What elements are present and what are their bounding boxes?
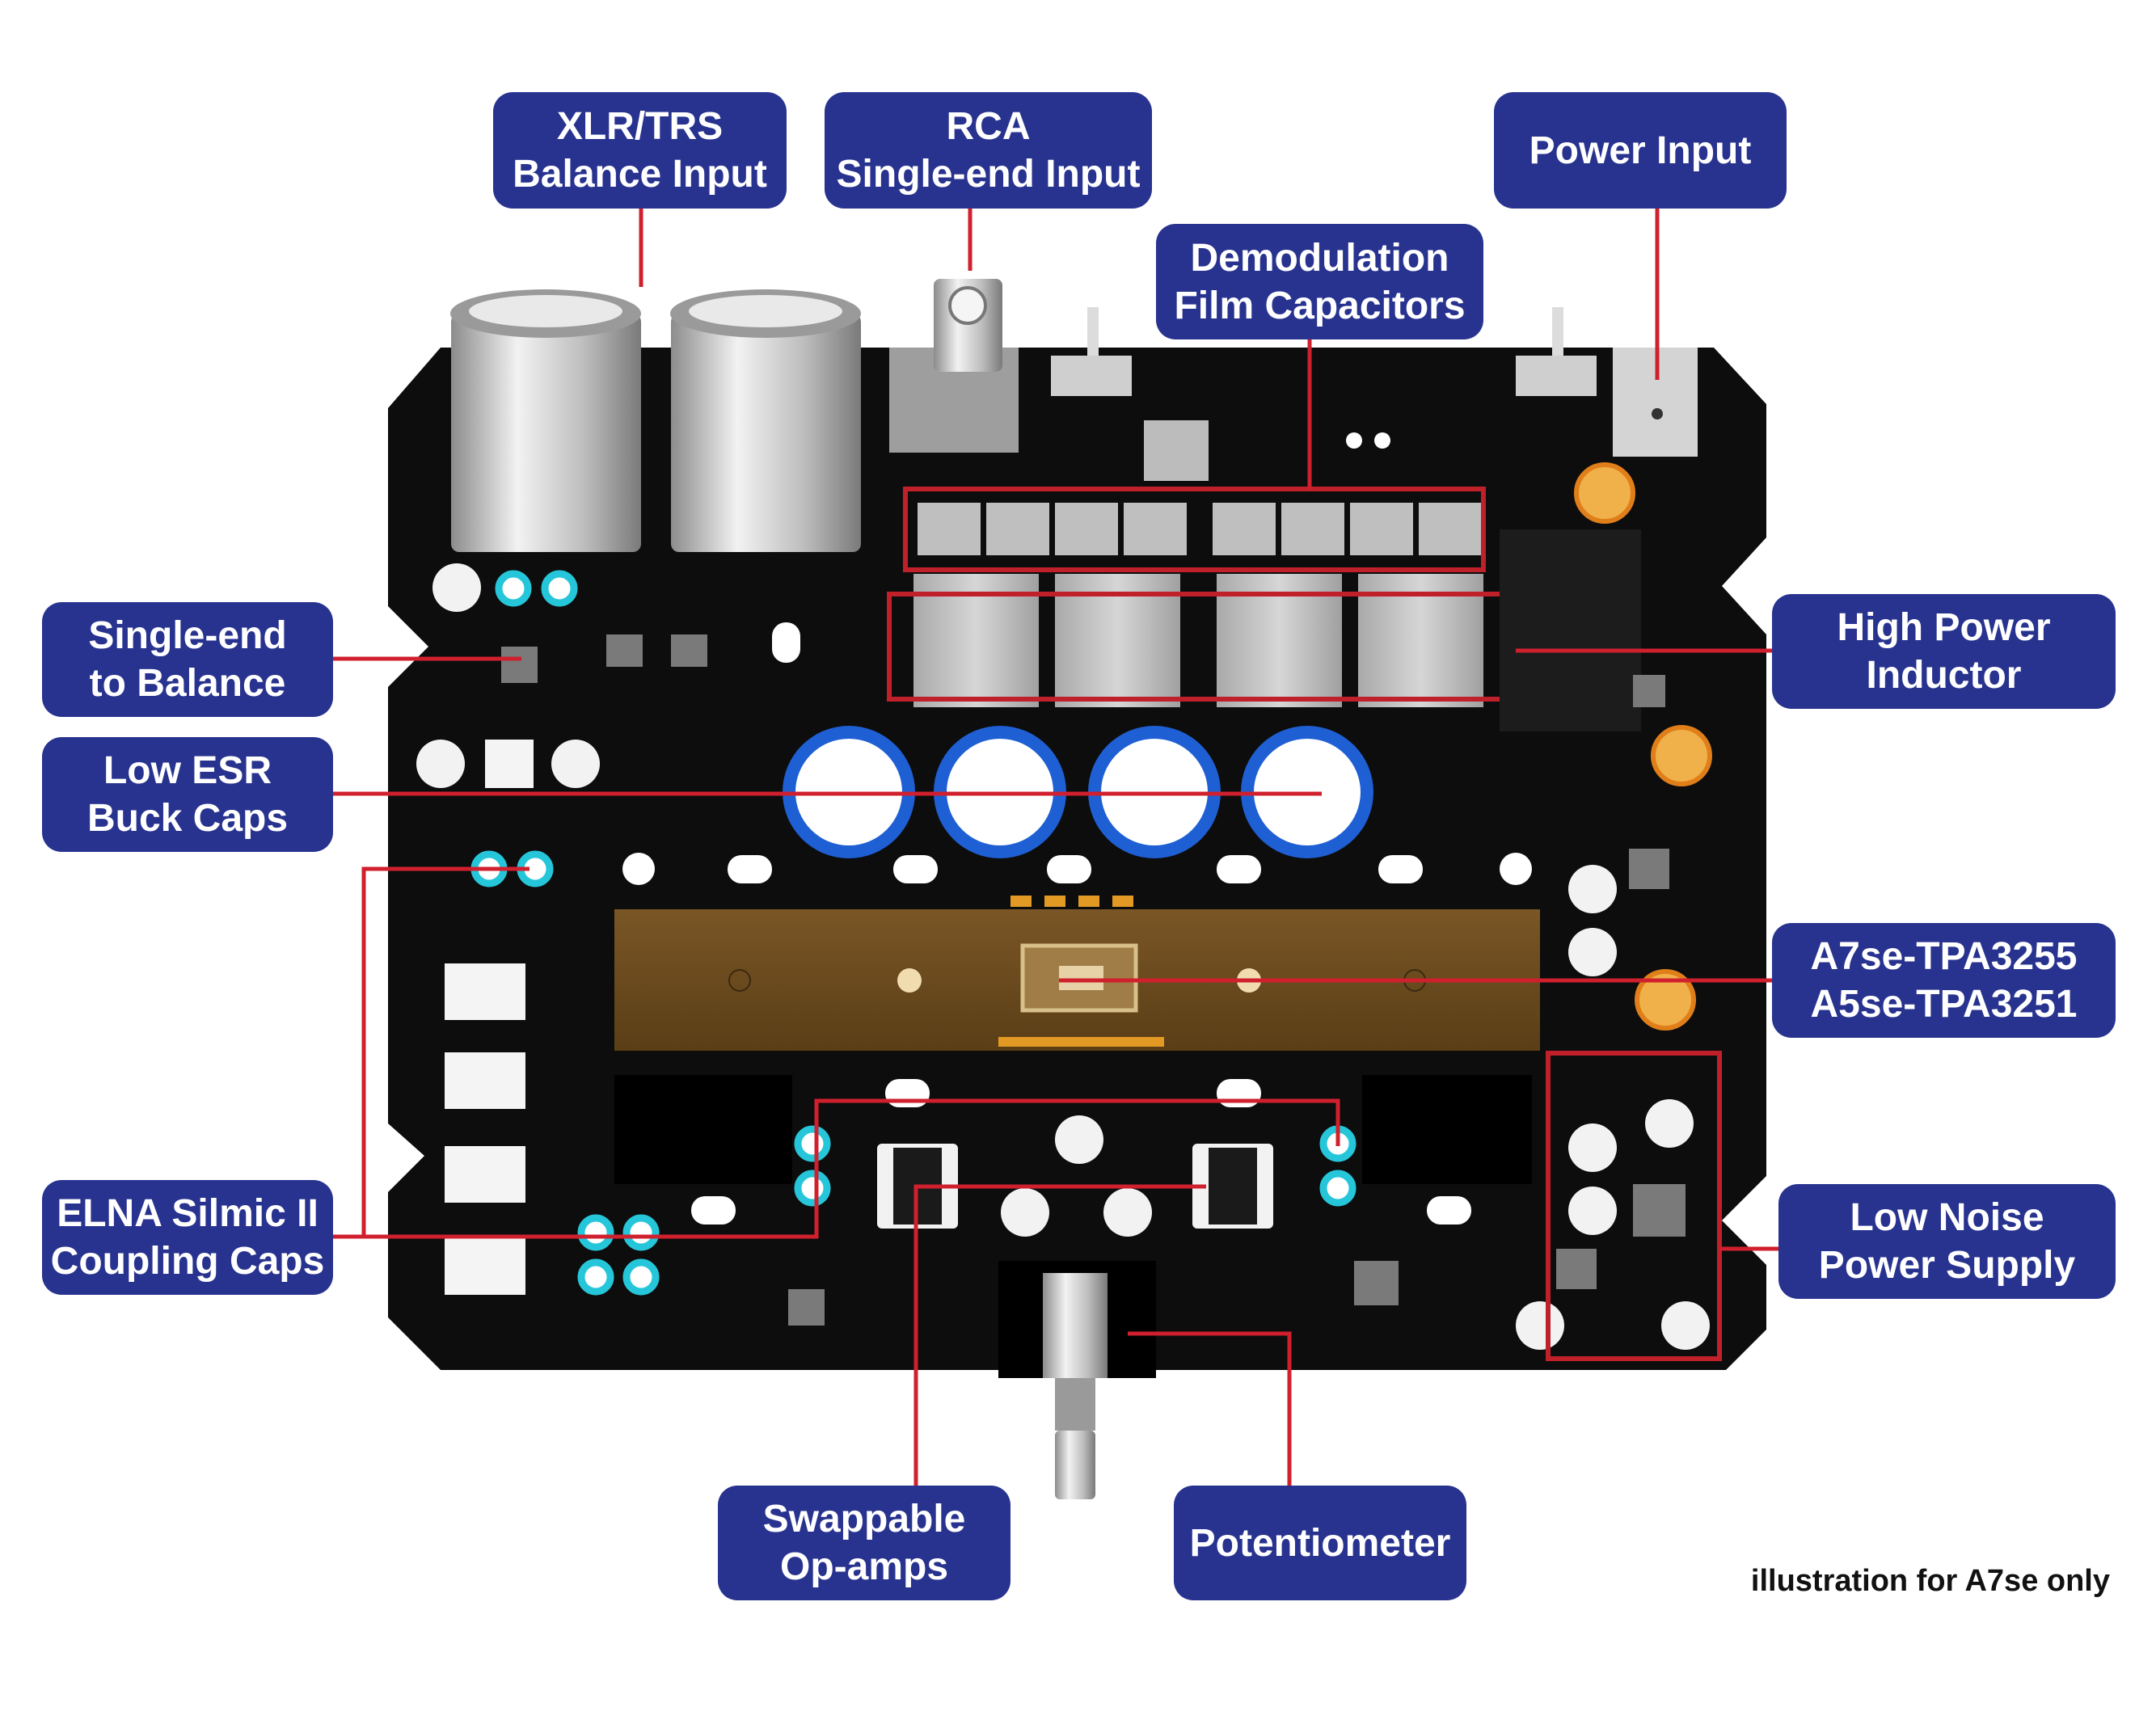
footnote: illustration for A7se only [1750,1564,2110,1598]
callout-line: Demodulation [1190,236,1449,280]
callout-line: A7se-TPA3255 [1810,935,2078,978]
rca-jack [889,279,1019,453]
power-supply-highlight [1546,1051,1722,1361]
callout-potentiometer: Potentiometer [1174,1486,1466,1600]
leader-lines [333,209,1778,1486]
callout-line: ELNA Silmic II [57,1192,319,1235]
callout-single-end-to-balance: Single-end to Balance [42,602,333,717]
callout-line: Film Capacitors [1174,284,1466,327]
callout-line: Buck Caps [86,797,289,840]
slide-switch [1051,356,1132,396]
callout-line: Low ESR [103,749,272,792]
callout-swappable-op-amps: Swappable Op-amps [718,1486,1010,1600]
callout-line: Power Supply [1818,1244,2076,1287]
callout-line: RCA [946,105,1031,148]
callout-line: Inductor [1866,654,2022,697]
callout-line: Low Noise [1850,1196,2044,1239]
callout-line: Op-amps [779,1545,949,1588]
callout-line: to Balance [89,662,286,705]
film-capacitors-highlight [903,487,1486,572]
callout-xlr-trs-input: XLR/TRS Balance Input [493,92,787,209]
callout-line: A5se-TPA3251 [1810,983,2078,1026]
smd-electrolytic-caps [416,563,1710,1350]
callout-high-power-inductor: High Power Inductor [1772,594,2116,709]
callout-demodulation-film-capacitors: Demodulation Film Capacitors [1156,224,1483,339]
callout-line: High Power [1837,606,2051,649]
xlr-connector-left [450,289,641,552]
callout-line: Power Input [1529,129,1752,172]
callout-line: Single-end Input [836,153,1141,196]
callout-elna-coupling-caps: ELNA Silmic II Coupling Caps [42,1180,333,1295]
callout-line: Single-end [88,614,287,657]
xlr-connector-right [670,289,861,552]
callout-line: XLR/TRS [556,105,724,148]
callout-line: Potentiometer [1189,1521,1451,1565]
callout-low-esr-buck-caps: Low ESR Buck Caps [42,737,333,852]
callout-rca-input: RCA Single-end Input [825,92,1152,209]
callout-line: Coupling Caps [50,1240,325,1283]
callout-low-noise-power-supply: Low Noise Power Supply [1778,1184,2116,1299]
film-capacitors [918,503,1482,555]
callout-amplifier-chip: A7se-TPA3255 A5se-TPA3251 [1772,923,2116,1038]
callout-line: Swappable [762,1498,966,1541]
callout-line: Balance Input [513,153,767,196]
potentiometer-part [998,1261,1156,1499]
callout-power-input: Power Input [1494,92,1787,209]
slide-switch [1516,356,1597,396]
